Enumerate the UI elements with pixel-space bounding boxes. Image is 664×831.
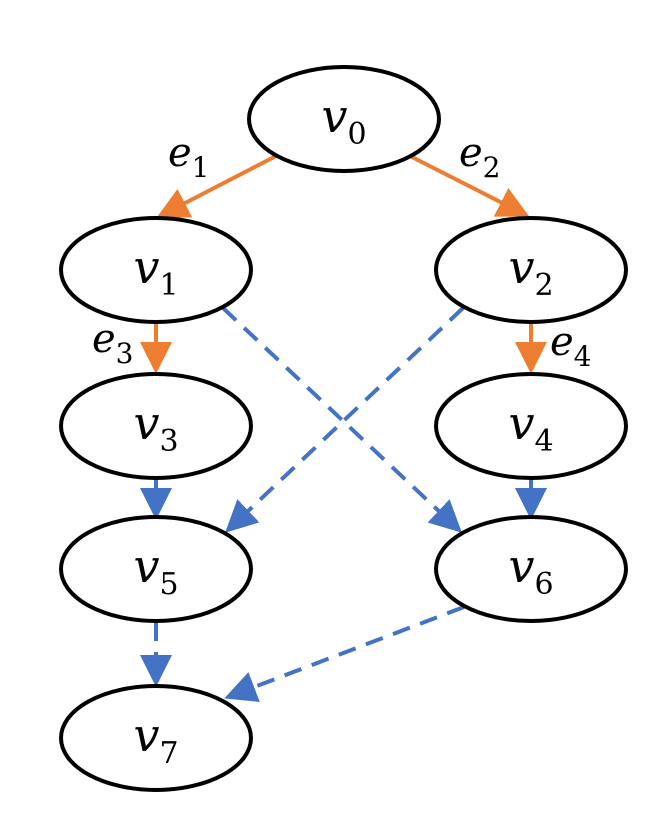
node-v3-ellipse bbox=[59, 372, 253, 480]
node-v3: v3 bbox=[59, 372, 253, 480]
edge-label-e1: e1 bbox=[168, 130, 210, 184]
edge-v0-v1 bbox=[156, 154, 277, 218]
node-v2-ellipse bbox=[434, 216, 628, 324]
node-v7-ellipse bbox=[59, 684, 253, 792]
node-v7: v7 bbox=[59, 684, 253, 792]
edges-layer bbox=[140, 154, 547, 702]
node-v5-label: v5 bbox=[133, 539, 178, 602]
edge-v6-v7 bbox=[224, 605, 465, 702]
node-v2-label: v2 bbox=[508, 240, 553, 303]
node-v6-ellipse bbox=[434, 515, 628, 623]
node-v5-ellipse bbox=[59, 515, 253, 623]
node-v3-label: v3 bbox=[133, 396, 178, 459]
edge-v1-v6 bbox=[221, 306, 462, 533]
node-v1-ellipse bbox=[59, 216, 253, 324]
edge-label-e3: e3 bbox=[92, 316, 134, 370]
edge-label-e2: e2 bbox=[459, 130, 501, 184]
node-v0-label: v0 bbox=[321, 89, 366, 152]
node-v5: v5 bbox=[59, 515, 253, 623]
node-v2: v2 bbox=[434, 216, 628, 324]
node-v0-ellipse bbox=[247, 65, 441, 173]
nodes-layer: v0 v1 v2 v3 v4 v5 v6 v7 bbox=[59, 65, 628, 792]
node-v0: v0 bbox=[247, 65, 441, 173]
node-v6: v6 bbox=[434, 515, 628, 623]
node-v4-ellipse bbox=[434, 372, 628, 480]
edge-labels-layer: e1 e2 e3 e4 bbox=[92, 130, 592, 373]
node-v4: v4 bbox=[434, 372, 628, 480]
node-v1-label: v1 bbox=[133, 240, 178, 303]
edge-v2-v5 bbox=[225, 306, 465, 533]
node-v1: v1 bbox=[59, 216, 253, 324]
node-v7-label: v7 bbox=[133, 708, 178, 771]
node-v4-label: v4 bbox=[508, 396, 553, 459]
edge-v0-v2 bbox=[409, 154, 530, 217]
node-v6-label: v6 bbox=[508, 539, 553, 602]
edge-label-e4: e4 bbox=[550, 319, 592, 373]
